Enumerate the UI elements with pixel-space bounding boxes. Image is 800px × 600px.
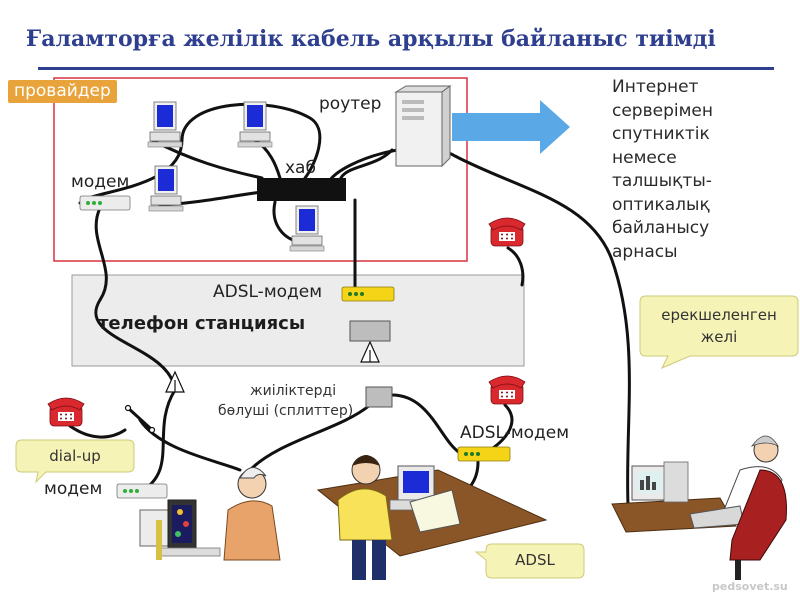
computer-icon [289, 205, 325, 252]
cables [68, 102, 631, 507]
telephone-icon [488, 375, 526, 405]
dedicated-line-label: ерекшеленген желі [640, 304, 798, 348]
title-underline [38, 67, 774, 70]
modem-label-top: модем [71, 172, 130, 192]
server-icon [394, 85, 452, 168]
telephone-icon [47, 397, 85, 427]
dedicated-line-callout [639, 295, 799, 369]
side-text-line: серверімен [612, 100, 713, 121]
person-icon [223, 467, 281, 561]
person-icon [337, 455, 393, 580]
modem-icon [79, 195, 131, 211]
router-label: роутер [319, 94, 382, 114]
computer-icon [139, 499, 221, 560]
page-title: Ғаламторға желілік кабель арқылы байланы… [26, 26, 716, 52]
modem-icon [116, 483, 168, 499]
adsl-label: ADSL [515, 551, 555, 569]
adsl-modem-user-label: ADSL-модем [460, 423, 570, 443]
switch-icon [124, 404, 156, 434]
modem-label-bottom: модем [44, 479, 103, 499]
hub-icon [257, 178, 346, 201]
side-text-line: спутниктік [612, 124, 710, 144]
adsl-modem-station-label: ADSL-модем [213, 282, 323, 302]
modem-icon [457, 446, 511, 462]
side-text-line: арнасы [612, 241, 678, 262]
computer-icon [147, 101, 183, 148]
signal-arrows [165, 340, 380, 393]
splitter-label-line1: жиіліктерді [250, 383, 337, 399]
side-text-line: байланысу [612, 218, 710, 238]
splitter-label-line2: бөлуші (сплиттер) [218, 403, 354, 419]
dedicated-line-label-line2: желі [700, 328, 738, 346]
dedicated-line-label-line1: ерекшеленген [661, 306, 777, 324]
side-text-line: оптикалық [612, 194, 710, 215]
side-text-line: Интернет [612, 77, 699, 97]
splitter-icon [349, 320, 391, 342]
phone-station-label: телефон станциясы [98, 313, 306, 334]
dialup-label: dial-up [49, 447, 101, 465]
splitter-icon [365, 386, 393, 408]
provider-box [53, 77, 468, 262]
telephone-icon [488, 217, 526, 247]
internet-channel-text: Интернет серверімен спутниктік немесе та… [612, 76, 713, 264]
dialup-callout [15, 439, 135, 484]
provider-tag: провайдер [8, 80, 117, 103]
watermark: pedsovet.su [712, 580, 788, 593]
person-icon [689, 435, 787, 580]
station-panel [71, 274, 525, 367]
adsl-callout [474, 543, 585, 579]
side-text-line: немесе [612, 147, 677, 168]
arrow-icon [452, 100, 570, 154]
hub-label: хаб [285, 158, 316, 178]
computer-icon [148, 165, 184, 212]
modem-icon [341, 286, 395, 302]
side-text-line: талшықты- [612, 171, 712, 191]
computer-icon [237, 101, 273, 148]
